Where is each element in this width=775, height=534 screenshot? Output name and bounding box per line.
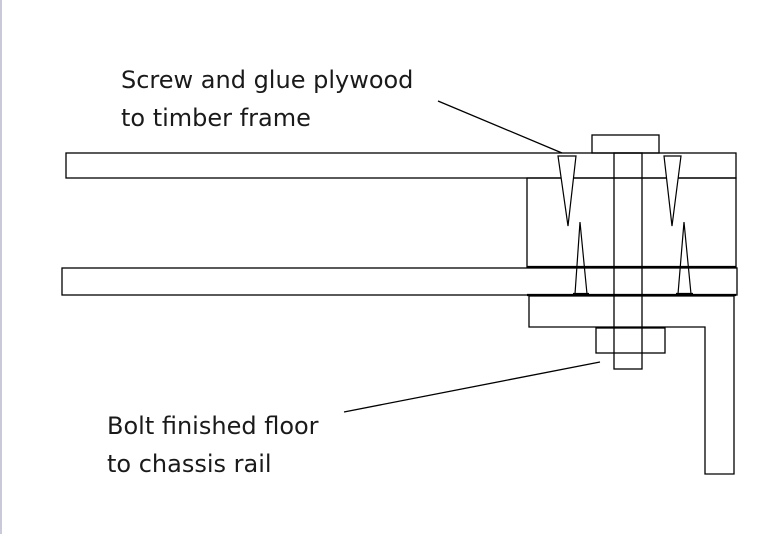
screw-top-right xyxy=(663,155,682,227)
screw-bottom-left xyxy=(574,221,588,295)
bolt-note-line-2: to chassis rail xyxy=(107,450,272,478)
screw-note-line-2: to timber frame xyxy=(121,104,311,132)
timber-frame-block xyxy=(526,177,737,268)
top-washer-plate xyxy=(591,134,660,154)
left-edge-border xyxy=(0,0,2,534)
bolt-note-leader xyxy=(343,361,601,413)
chassis-rail-angle xyxy=(528,295,735,475)
screw-bottom-right xyxy=(677,221,692,295)
bolt-shank xyxy=(613,152,643,370)
screw-note-leader xyxy=(437,100,563,154)
bottom-plywood-sheet xyxy=(61,267,738,296)
top-plywood-sheet xyxy=(65,152,737,179)
bolt-note-line-1: Bolt finished floor xyxy=(107,412,319,440)
screw-top-left xyxy=(557,155,577,227)
screw-note-label: Screw and glue plywood to timber frame xyxy=(121,61,413,137)
bolt-nut xyxy=(595,327,666,354)
screw-note-line-1: Screw and glue plywood xyxy=(121,66,414,94)
bolt-note-label: Bolt finished floor to chassis rail xyxy=(107,407,319,483)
